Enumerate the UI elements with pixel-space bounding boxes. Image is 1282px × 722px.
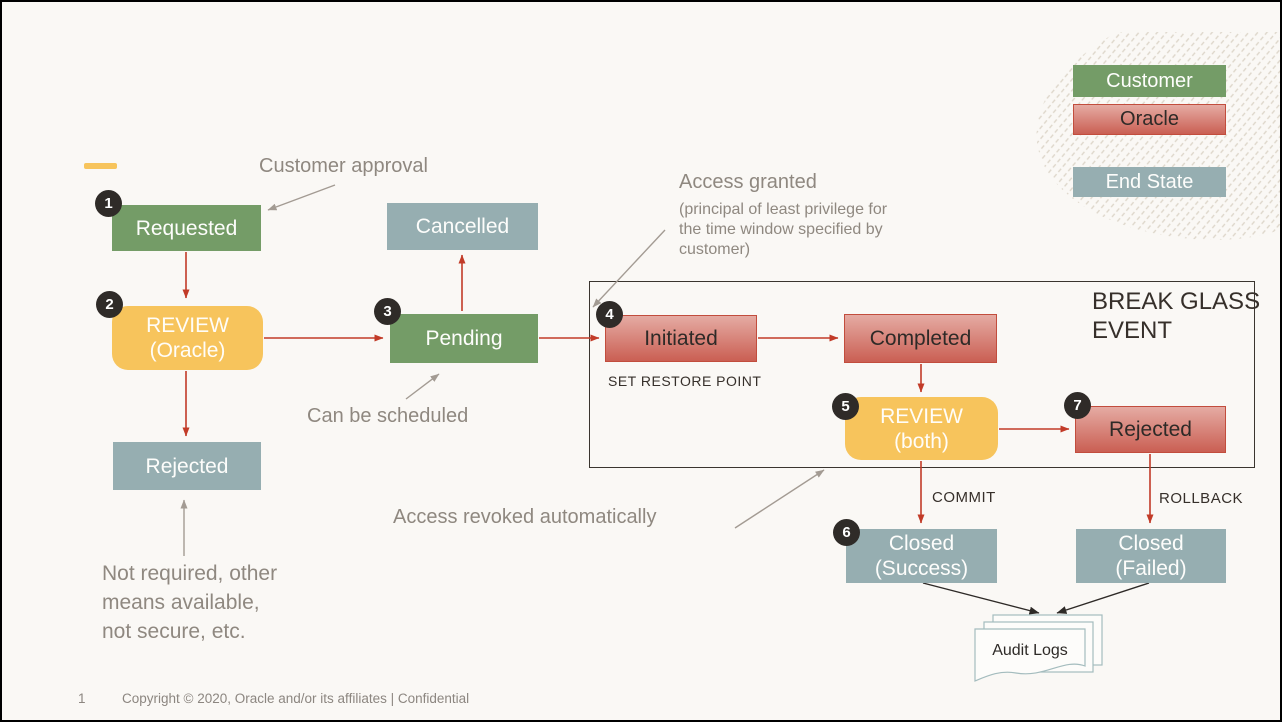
step-badge-1: 1: [95, 190, 122, 217]
state-review-both-line1: REVIEW: [880, 404, 963, 428]
legend-customer-label: Customer: [1106, 69, 1193, 92]
state-closed-failed-line1: Closed: [1118, 532, 1184, 555]
state-closed-failed-line2: (Failed): [1115, 557, 1187, 580]
state-initiated-label: Initiated: [644, 327, 718, 350]
state-completed: Completed: [844, 314, 997, 363]
annotation-can-be-scheduled: Can be scheduled: [307, 405, 469, 427]
state-closed-success-line1: Closed: [888, 532, 955, 555]
state-review-oracle-line1: REVIEW: [146, 314, 229, 337]
state-review-both-line2: (both): [894, 429, 949, 453]
step-badge-2: 2: [96, 291, 123, 318]
state-rejected-preapproval: Rejected: [113, 442, 261, 490]
state-cancelled-label: Cancelled: [415, 215, 510, 238]
step-badge-7: 7: [1064, 392, 1091, 419]
annotation-access-granted-title: Access granted: [679, 171, 817, 193]
state-pending: Pending: [390, 314, 538, 363]
accent-dash: [84, 163, 117, 169]
state-rejected-breakglass: Rejected: [1075, 406, 1226, 453]
break-glass-title-line2: EVENT: [1092, 317, 1173, 344]
not-required-note-line2: means available,: [102, 591, 260, 614]
audit-logs-label: Audit Logs: [992, 642, 1068, 659]
not-required-note-line1: Not required, other: [102, 562, 278, 585]
set-restore-point-label: SET RESTORE POINT: [608, 373, 762, 389]
state-review-both: REVIEW (both): [845, 397, 998, 460]
state-rejected-preapproval-label: Rejected: [145, 454, 229, 478]
annotation-customer-approval: Customer approval: [259, 155, 428, 177]
rollback-label: ROLLBACK: [1159, 490, 1244, 507]
annotation-access-revoked: Access revoked automatically: [393, 506, 657, 528]
copyright-text: Copyright © 2020, Oracle and/or its affi…: [122, 691, 470, 706]
step-badge-4: 4: [596, 301, 623, 328]
break-glass-event-box: [589, 281, 1255, 468]
step-badge-3: 3: [374, 298, 401, 325]
access-granted-detail-line1: (principal of least privilege for: [679, 201, 888, 218]
state-review-oracle: REVIEW (Oracle): [112, 306, 263, 370]
access-granted-detail-line3: customer): [679, 241, 751, 258]
state-rejected-breakglass-label: Rejected: [1109, 418, 1192, 441]
page-number: 1: [78, 691, 86, 706]
state-requested: Requested: [112, 205, 261, 251]
annotation-access-granted-detail: (principal of least privilege for the ti…: [679, 200, 887, 260]
legend-customer: Customer: [1073, 65, 1226, 97]
state-requested-label: Requested: [135, 216, 238, 240]
legend-oracle-label: Oracle: [1120, 108, 1179, 130]
legend-end-state: End State: [1073, 167, 1226, 197]
legend-end-state-label: End State: [1105, 170, 1194, 193]
commit-label: COMMIT: [932, 489, 996, 506]
state-closed-success: Closed (Success): [846, 529, 997, 583]
step-badge-6: 6: [833, 519, 860, 546]
state-completed-label: Completed: [869, 327, 972, 350]
state-review-oracle-line2: (Oracle): [149, 339, 226, 362]
annotation-not-required-note: Not required, other means available, not…: [102, 559, 277, 646]
not-required-note-line3: not secure, etc.: [102, 620, 246, 643]
legend-oracle: Oracle: [1073, 104, 1226, 135]
state-pending-label: Pending: [425, 327, 503, 350]
state-closed-success-line2: (Success): [874, 557, 969, 580]
break-glass-title-line1: BREAK GLASS: [1092, 288, 1261, 315]
access-granted-detail-line2: the time window specified by: [679, 221, 883, 238]
step-badge-5: 5: [832, 393, 859, 420]
state-closed-failed: Closed (Failed): [1076, 529, 1226, 583]
state-cancelled: Cancelled: [387, 203, 538, 250]
break-glass-event-title: BREAK GLASS EVENT: [1092, 287, 1262, 345]
state-initiated: Initiated: [605, 315, 757, 362]
black-audit-arrows: [922, 582, 1150, 615]
